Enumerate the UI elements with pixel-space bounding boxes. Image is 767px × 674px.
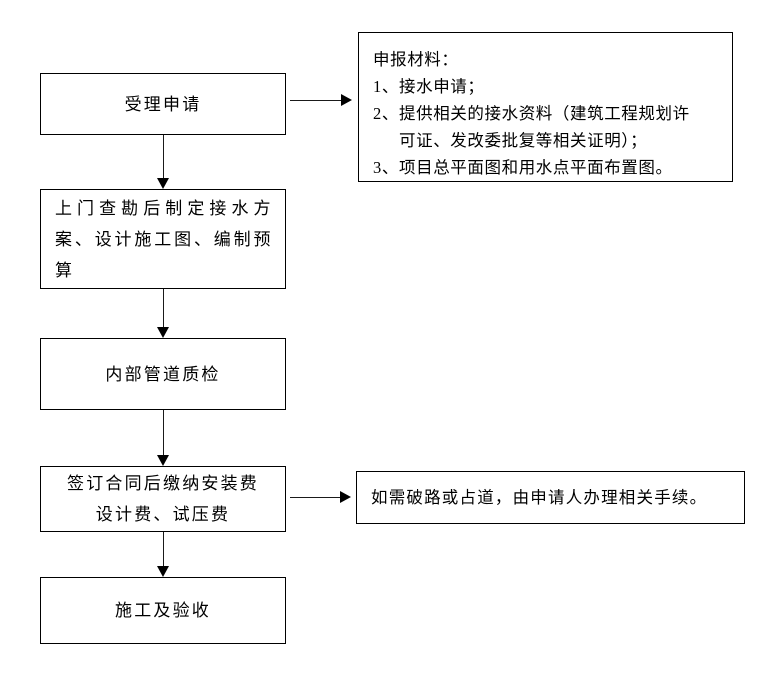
process-node-accept-application[interactable]: 受理申请 <box>40 73 286 135</box>
process-node-label: 上门查勘后制定接水方 案、设计施工图、编制预 算 <box>55 198 271 280</box>
arrowhead-contract-to-road-permit <box>340 491 351 503</box>
connector-contract-to-construction <box>163 532 164 566</box>
connector-accept-to-survey <box>163 135 164 178</box>
materials-list-item: 3、 项目总平面图和用水点平面布置图。 <box>373 154 718 181</box>
arrowhead-survey-to-inspection <box>157 327 169 338</box>
list-item-text: 接水申请； <box>399 77 485 96</box>
process-node-label: 施工及验收 <box>115 601 211 620</box>
materials-list: 1、 接水申请； 2、 提供相关的接水资料（建筑工程规划许 可证、发改委批复等相… <box>373 73 718 181</box>
note-title: 申报材料： <box>373 50 459 69</box>
note-box-declaration-materials: 申报材料： 1、 接水申请； 2、 提供相关的接水资料（建筑工程规划许 可证、发… <box>358 32 733 182</box>
connector-contract-to-road-permit <box>290 497 342 498</box>
connector-inspection-to-contract <box>163 410 164 455</box>
process-node-internal-pipe-inspection[interactable]: 内部管道质检 <box>40 338 286 410</box>
arrowhead-inspection-to-contract <box>157 455 169 466</box>
process-node-label: 签订合同后缴纳安装费 设计费、试压费 <box>67 474 259 524</box>
list-item-text: 提供相关的接水资料（建筑工程规划许 可证、发改委批复等相关证明）； <box>399 104 690 150</box>
process-node-sign-contract-pay-fees[interactable]: 签订合同后缴纳安装费 设计费、试压费 <box>40 466 286 532</box>
materials-list-item: 1、 接水申请； <box>373 73 718 100</box>
process-node-construction-acceptance[interactable]: 施工及验收 <box>40 577 286 644</box>
process-node-survey-and-plan[interactable]: 上门查勘后制定接水方 案、设计施工图、编制预 算 <box>40 189 286 289</box>
list-marker: 2、 <box>373 104 399 123</box>
arrowhead-accept-to-materials <box>341 94 352 106</box>
process-node-label: 受理申请 <box>124 94 202 114</box>
arrowhead-accept-to-survey <box>157 178 169 189</box>
arrowhead-contract-to-construction <box>157 566 169 577</box>
connector-accept-to-materials <box>290 100 343 101</box>
list-marker: 3、 <box>373 158 399 177</box>
connector-survey-to-inspection <box>163 289 164 327</box>
process-node-label: 内部管道质检 <box>105 364 221 384</box>
road-permit-text: 如需破路或占道，由申请人办理相关手续。 <box>371 488 708 507</box>
list-marker: 1、 <box>373 77 399 96</box>
materials-list-item: 2、 提供相关的接水资料（建筑工程规划许 可证、发改委批复等相关证明）； <box>373 100 718 154</box>
note-box-road-permit: 如需破路或占道，由申请人办理相关手续。 <box>356 471 745 524</box>
list-item-text: 项目总平面图和用水点平面布置图。 <box>399 158 673 177</box>
